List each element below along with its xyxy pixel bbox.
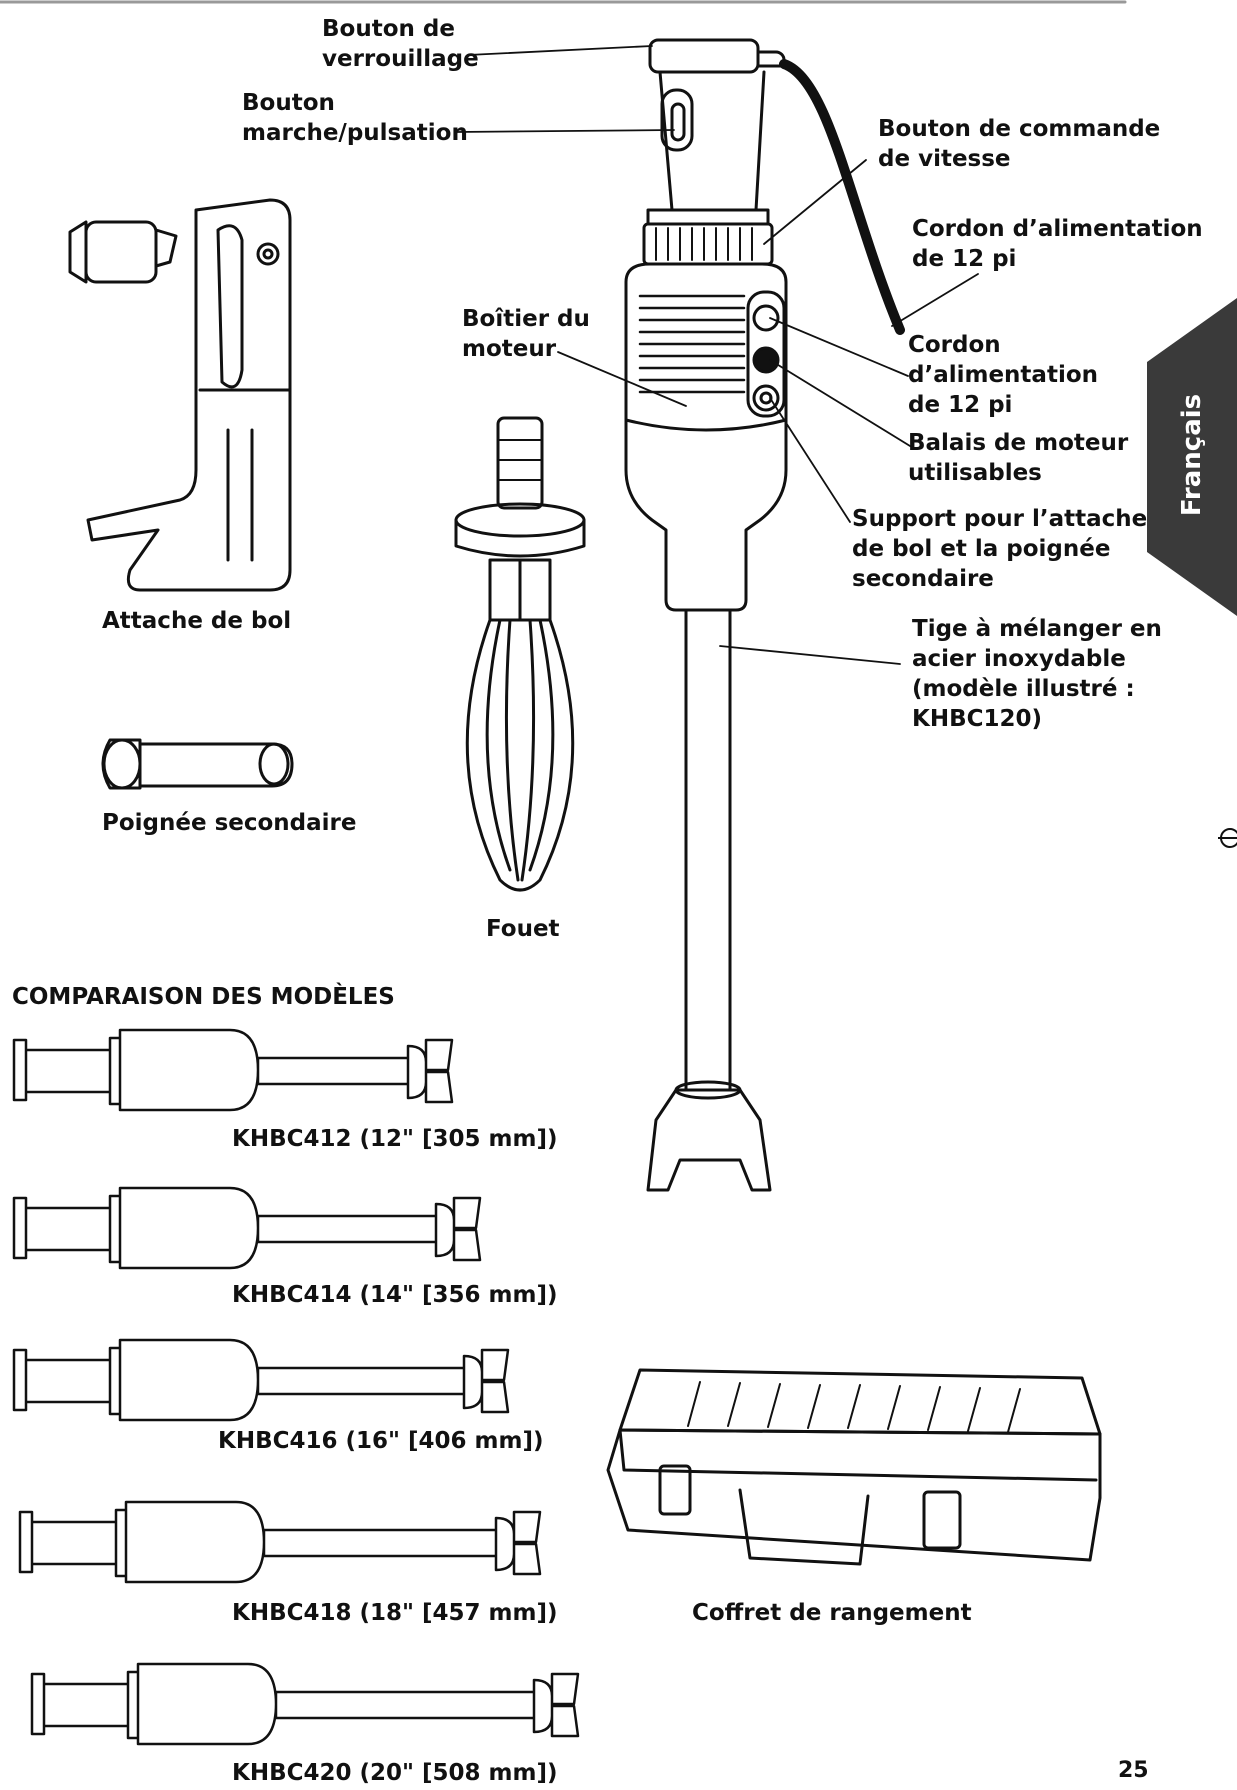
language-tab: Français (1177, 393, 1207, 517)
comparison-title: COMPARAISON DES MODÈLES (12, 984, 395, 1010)
whisk-drawing (454, 416, 586, 892)
model-drawings (12, 1028, 580, 1746)
model-label: KHBC414 (14" [356 mm]) (232, 1282, 558, 1308)
page-number: 25 (1118, 1758, 1149, 1783)
language-tab-shape (1147, 298, 1237, 616)
model-label: KHBC412 (12" [305 mm]) (232, 1126, 558, 1152)
hand-blender-drawing (624, 38, 905, 1192)
label-storage-case: Coffret de rangement (692, 1600, 972, 1626)
secondary-handle-drawing (101, 738, 294, 790)
model-label: KHBC418 (18" [457 mm]) (232, 1600, 558, 1626)
storage-case-drawing (606, 1368, 1102, 1566)
label-whisk: Fouet (486, 916, 560, 942)
model-label: KHBC416 (16" [406 mm]) (218, 1428, 544, 1454)
bowl-clip-drawing (68, 198, 292, 592)
leader-lines (455, 45, 979, 665)
label-bowl-clip: Attache de bol (102, 608, 292, 634)
model-label: KHBC420 (20" [508 mm]) (232, 1760, 558, 1786)
label-secondary-handle: Poignée secondaire (102, 810, 357, 836)
